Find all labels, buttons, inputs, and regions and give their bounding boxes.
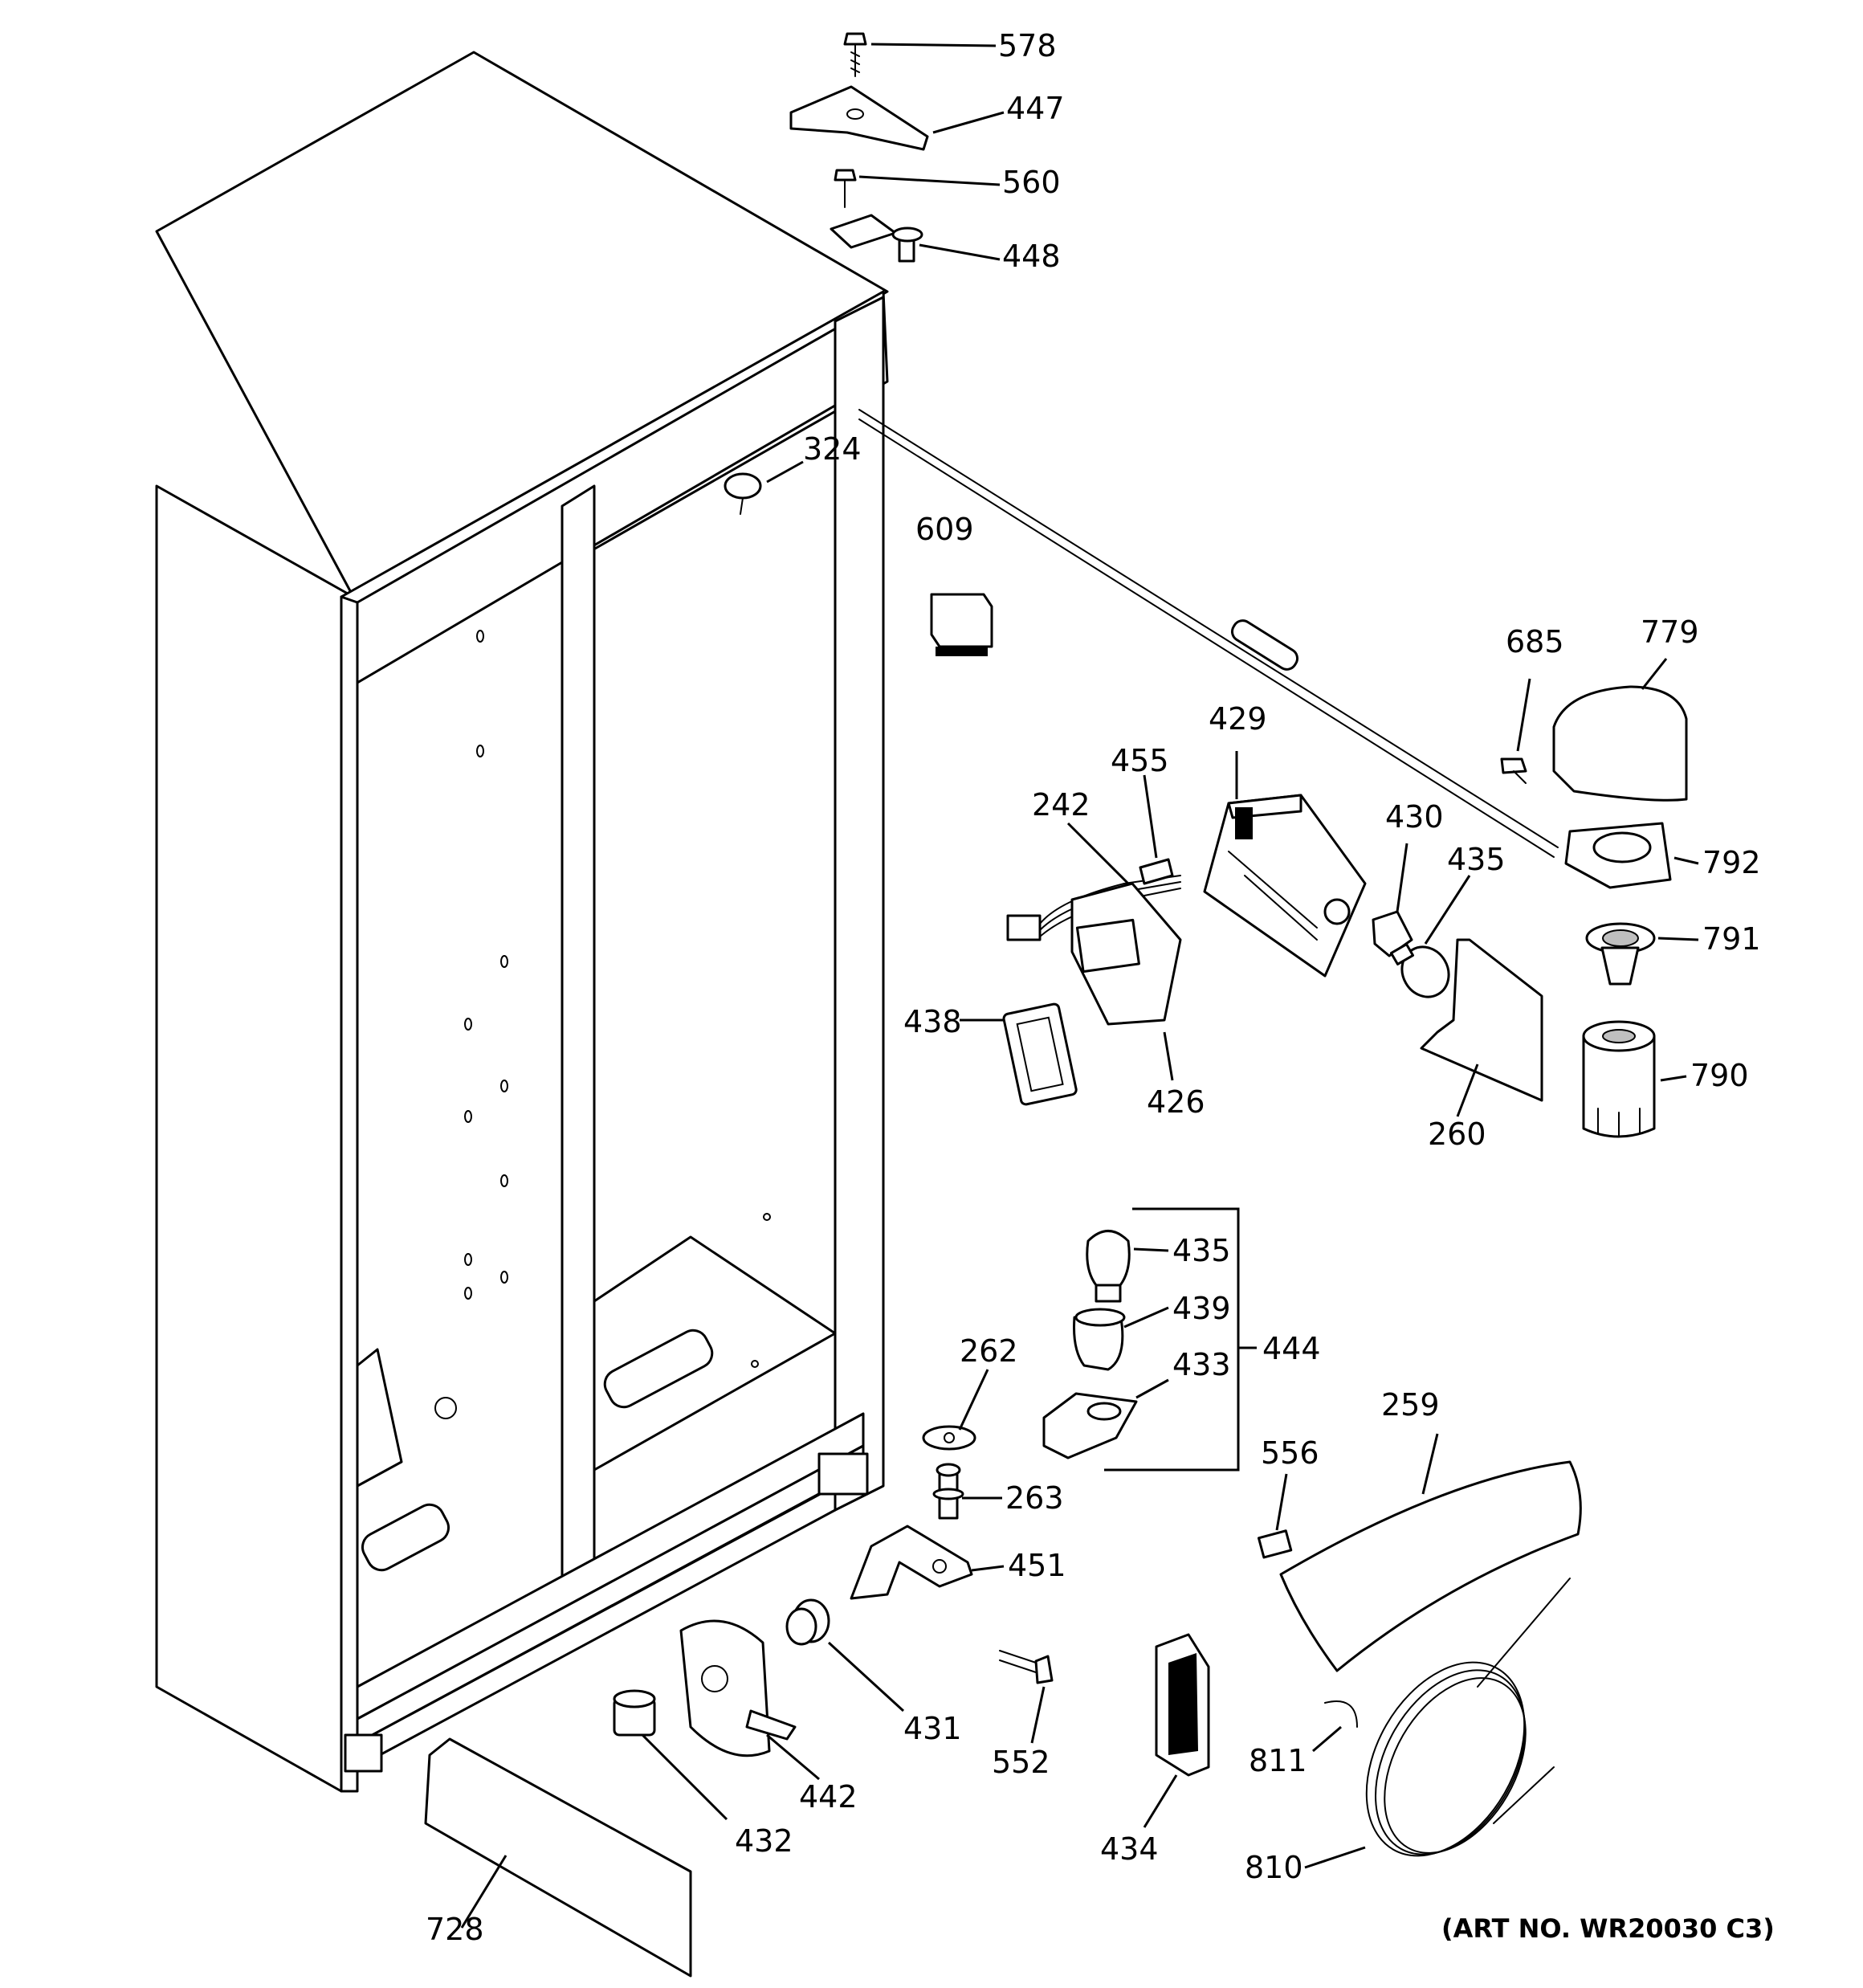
callout-609: 609 [915, 512, 974, 547]
art-number: (ART NO. WR20030 C3) [1441, 1913, 1775, 1944]
leader-lines [460, 43, 1699, 1929]
callout-791: 791 [1702, 921, 1761, 957]
callout-324: 324 [803, 431, 862, 467]
callout-451: 451 [1008, 1548, 1066, 1583]
callout-578: 578 [998, 28, 1057, 63]
callout-430: 430 [1385, 799, 1444, 835]
bulb-435-lower [1086, 1230, 1131, 1303]
relay-609 [930, 593, 993, 656]
callout-439: 439 [1172, 1291, 1231, 1326]
bracket-260 [1420, 938, 1543, 1102]
callout-685: 685 [1506, 624, 1564, 659]
callout-438: 438 [903, 1004, 962, 1039]
shaft-263 [932, 1463, 964, 1520]
callout-426: 426 [1147, 1084, 1205, 1120]
bracket-451 [850, 1525, 973, 1600]
clip-556 [1257, 1529, 1293, 1559]
hinge-cover-447 [789, 85, 929, 151]
tubing-coil-810 [1365, 1578, 1571, 1857]
callout-242: 242 [1032, 787, 1090, 823]
callout-262: 262 [960, 1333, 1018, 1369]
callout-labels: 578 447 560 448 324 609 685 779 429 455 … [426, 28, 1761, 1947]
bushing-431 [785, 1598, 830, 1646]
clamp-811 [1324, 1700, 1358, 1728]
control-box-429 [1203, 794, 1367, 978]
callout-442: 442 [799, 1779, 858, 1815]
water-filter-790 [1582, 1020, 1656, 1138]
dispenser-module-426 [1070, 882, 1182, 1026]
callout-434: 434 [1100, 1831, 1159, 1867]
kickplate-728 [424, 1737, 692, 1978]
callout-728: 728 [426, 1912, 484, 1947]
sleeve-432 [613, 1689, 656, 1737]
callout-429: 429 [1209, 701, 1267, 737]
mounting-holes [434, 630, 771, 1419]
hinge-448 [830, 214, 923, 263]
callout-435-upper: 435 [1447, 842, 1506, 877]
callout-790: 790 [1690, 1058, 1749, 1093]
refrigerator-cabinet [155, 51, 889, 1793]
grille-434 [1155, 1633, 1210, 1777]
fastener-324 [724, 472, 762, 515]
screw-560 [834, 169, 857, 208]
callout-552: 552 [992, 1745, 1050, 1780]
callout-260: 260 [1428, 1116, 1486, 1152]
water-tube [858, 409, 1559, 858]
callout-432: 432 [735, 1823, 793, 1859]
callout-792: 792 [1702, 845, 1761, 880]
socket-439 [1073, 1308, 1126, 1371]
frame-438 [1002, 1002, 1078, 1106]
cap-791 [1585, 922, 1656, 986]
screw-552 [999, 1650, 1054, 1684]
callout-448: 448 [1002, 239, 1061, 274]
callout-810: 810 [1245, 1850, 1303, 1885]
motor-442 [679, 1619, 797, 1757]
screw-578 [843, 32, 867, 77]
callout-811: 811 [1249, 1743, 1307, 1778]
housing-433 [1042, 1392, 1138, 1459]
cover-779 [1552, 685, 1688, 802]
callout-560: 560 [1002, 165, 1061, 200]
callout-556: 556 [1261, 1435, 1319, 1471]
bracket-444 [1104, 1207, 1240, 1472]
callout-431: 431 [903, 1711, 962, 1746]
callout-259: 259 [1381, 1387, 1440, 1423]
bulb-435-upper [1389, 943, 1450, 998]
callout-447: 447 [1006, 91, 1065, 126]
connector-455 [1139, 858, 1174, 885]
callout-455: 455 [1111, 743, 1169, 778]
filter-housing-792 [1564, 822, 1672, 889]
callout-433: 433 [1172, 1347, 1231, 1382]
part-262 [922, 1425, 976, 1451]
callout-435-lower: 435 [1172, 1233, 1231, 1268]
deflector-259 [1279, 1460, 1582, 1672]
callout-444: 444 [1262, 1331, 1321, 1366]
screw-685 [1500, 757, 1527, 784]
callout-779: 779 [1641, 614, 1699, 650]
callout-263: 263 [1005, 1480, 1064, 1516]
